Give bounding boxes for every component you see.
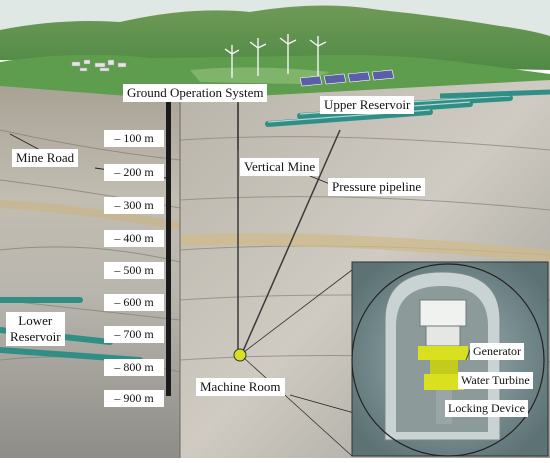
solar-panels [299,69,395,87]
label-generator: Generator [470,343,524,360]
label-upper-reservoir: Upper Reservoir [320,96,415,114]
depth-marker: – 700 m [104,326,164,343]
depth-marker: – 800 m [104,359,164,376]
label-mine-road: Mine Road [12,149,79,167]
depth-marker: – 300 m [104,197,164,214]
depth-marker: – 600 m [104,294,164,311]
label-machine-room: Machine Room [196,378,285,396]
inset-detail [243,261,549,457]
depth-marker: – 100 m [104,130,164,147]
label-vertical-mine: Vertical Mine [240,158,320,176]
label-ground-operation-system: Ground Operation System [123,84,268,102]
vertical-shaft [166,96,171,396]
label-locking-device: Locking Device [445,400,528,417]
pressure-pipeline [239,129,341,359]
depth-marker: – 200 m [104,164,164,181]
label-pressure-pipeline: Pressure pipeline [328,178,426,196]
depth-marker: – 500 m [104,262,164,279]
label-water-turbine: Water Turbine [458,372,533,389]
surface-buildings [71,59,127,72]
label-lower-reservoir: Lower Reservoir [6,312,65,346]
wind-turbines [224,34,327,78]
depth-marker: – 400 m [104,230,164,247]
mountains [0,5,550,71]
machine-room [233,348,247,362]
depth-marker: – 900 m [104,390,164,407]
